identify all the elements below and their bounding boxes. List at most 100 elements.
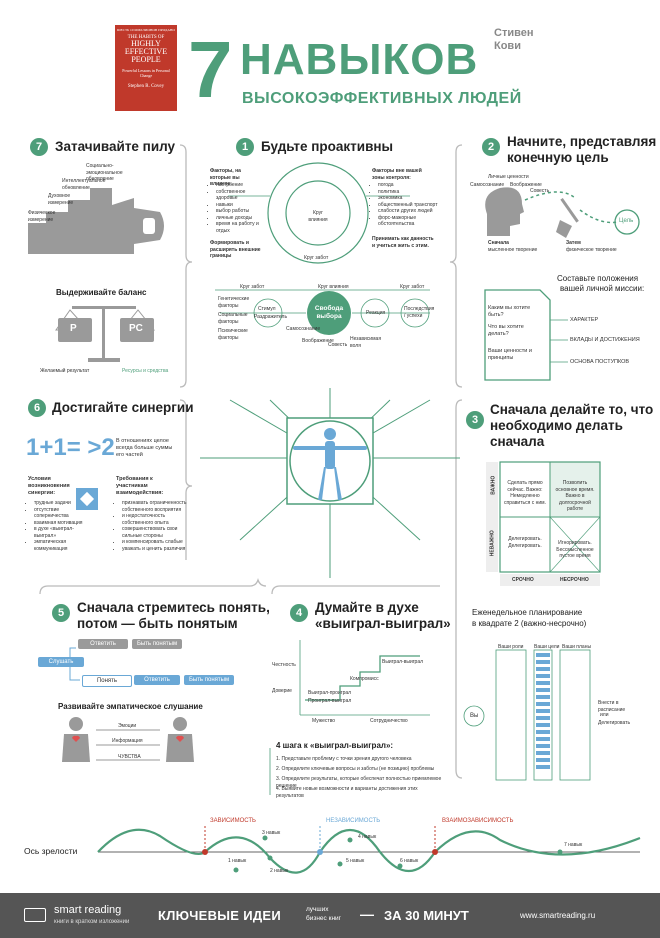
axis-cooperation: Сотрудничество: [370, 718, 408, 724]
axis-trust: Доверие: [272, 688, 292, 694]
level-win-win: Выиграл-выиграл: [382, 659, 424, 665]
cond-item: трудные задачи: [34, 500, 94, 507]
step-2: 2. Определите ключевые вопросы и заботы …: [276, 766, 435, 772]
pill-listen: Слушать: [38, 657, 84, 667]
influence-item: собственное здоровье: [216, 189, 266, 202]
habit6-title: Достигайте синергии: [52, 400, 194, 415]
brace-right-bottom: [455, 399, 463, 779]
vitruvian-figure: [293, 428, 367, 500]
cond-list: трудные задачи отсутствие соперничества …: [28, 500, 94, 552]
axis-step-6: 6 навык: [400, 858, 419, 864]
req-list: признавать ограниченность собственного в…: [116, 500, 188, 552]
planning-title-1: Еженедельное планирование: [472, 608, 583, 617]
planner-blocks: [536, 653, 550, 769]
head-graphic: [485, 187, 524, 236]
saw-label-3: Духовное измерение: [48, 193, 74, 206]
planning-title-2: в квадрате 2 (важно-несрочно): [472, 619, 587, 628]
habit1-number: 1: [236, 138, 254, 156]
website-link[interactable]: www.smartreading.ru: [520, 911, 596, 920]
pill-understood-1: Быть понятым: [132, 639, 182, 649]
axis-honesty: Честность: [272, 662, 296, 668]
habit5-title-1: Сначала стремитесь понять,: [77, 600, 270, 615]
habit4-title-2: «выиграл-выиграл»: [315, 616, 451, 631]
title-sub: ВЫСОКОЭФФЕКТИВНЫХ ЛЮДЕЙ: [242, 90, 522, 107]
book-t3: EFFECTIVE: [124, 47, 168, 56]
book-cover: ШЕСТЬ 10 МИЛЛИОНОВ ПРОДАНО THE HABITS OF…: [115, 25, 177, 111]
influence-head: Факторы, на которые вы влияете:: [210, 168, 241, 187]
head-small-1: Личные ценности: [488, 174, 529, 180]
brace-left-bottom: [179, 399, 193, 560]
best-2: бизнес книг: [306, 915, 342, 922]
scale-right-label: Ресурсы и средства: [122, 368, 169, 374]
head-label-first: Сначала: [488, 240, 509, 246]
req-item: и компенсировать слабые: [122, 539, 188, 546]
head-small-3: Воображение: [510, 182, 542, 188]
head-label-then-sub: физическое творение: [566, 247, 617, 253]
req-head: Требования к участникам взаимодействия:: [116, 476, 164, 496]
influence-list: настроение собственное здоровье навыки в…: [210, 182, 266, 234]
matrix-row-important: ВАЖНО: [490, 475, 497, 495]
plan-col-goals: Ваши цели: [534, 644, 560, 650]
influence-item: выбор работы: [216, 208, 266, 215]
stage-independence: НЕЗАВИСИМОСТЬ: [326, 818, 381, 824]
empathic-line-3: ЧУВСТВА: [118, 754, 141, 760]
flow-small-3: Психические факторы: [218, 328, 248, 341]
influence-foot: Формировать и расширять внешние границы: [210, 240, 261, 259]
flow-small-5: Воображение: [302, 338, 334, 344]
flow-small-1: Генетические факторы: [218, 296, 250, 309]
book-icon: [24, 908, 46, 922]
axis-step-3: 3 навык: [262, 830, 281, 836]
plan-you: Вы: [470, 713, 479, 719]
matrix-q3: Делегировать. Делегировать.: [508, 536, 542, 549]
req-item: признавать ограниченность собственного в…: [122, 500, 188, 513]
habit6-number: 6: [28, 399, 46, 417]
flow-label-1: Круг забот: [240, 284, 265, 290]
doc-item-2: Что вы хотите делать?: [488, 324, 524, 337]
weekly-planner: [463, 649, 591, 781]
cond-item: в духе «выиграл-выиграл»: [34, 526, 94, 539]
axis-step-7: 7 навык: [564, 842, 583, 848]
author-name: Стивен Кови: [494, 27, 534, 52]
flow-small-6: Совесть: [328, 342, 348, 348]
maturity-axis-label: Ось зрелости: [24, 846, 78, 856]
book-top: ШЕСТЬ 10 МИЛЛИОНОВ ПРОДАНО: [117, 28, 175, 32]
pill-understood-2: Быть понятым: [184, 675, 234, 685]
pill-answer-2: Ответить: [134, 675, 180, 685]
habit5-title-2: потом — быть понятым: [77, 616, 238, 631]
scales-graphic: [55, 306, 156, 362]
pill-understand: Понять: [82, 675, 132, 687]
mission-arrow-2: ВКЛАДЫ И ДОСТИЖЕНИЯ: [570, 337, 640, 343]
flow-lines: [215, 289, 430, 328]
pill-answer-1: Ответить: [78, 639, 128, 649]
saw-label-4: Физическое измерение: [28, 210, 56, 223]
book-t1: THE HABITS OF: [127, 35, 165, 40]
flow-small-7: Независимая воля: [350, 336, 382, 349]
book-t2: HIGHLY: [131, 39, 161, 48]
empathic-line-1: Эмоции: [118, 723, 137, 729]
axis-step-5: 5 навык: [346, 858, 365, 864]
plan-col-roles: Ваши роли: [498, 644, 524, 650]
axis-step-1: 1 навык: [228, 858, 247, 864]
plan-note-1: Внести в расписание: [598, 700, 626, 713]
stage-dependence: ЗАВИСИМОСТЬ: [210, 818, 256, 824]
level-win-lose: Выиграл-проиграл: [308, 690, 352, 696]
concern-head: Факторы вне вашей зоны контроля:: [372, 168, 422, 181]
concern-item: слабости других людей: [378, 208, 438, 215]
influence-item: личные доходы: [216, 215, 266, 222]
empathic-line-2: Информация: [112, 738, 143, 744]
habit2-title-2: конечную цель: [507, 150, 609, 165]
habit1-title: Будьте проактивны: [261, 139, 394, 154]
matrix-q4: Игнорировать. Бессмысленное пустое время: [556, 540, 594, 559]
mission-arrow-3: ОСНОВА ПОСТУПКОВ: [570, 359, 630, 365]
circle-of-influence: [285, 180, 351, 246]
mission-title-2: вашей личной миссии:: [560, 284, 645, 293]
axis-courage: Мужество: [312, 718, 336, 724]
cond-item: взаимная мотивация: [34, 520, 94, 527]
axis-step-4: 4 навык: [358, 834, 377, 840]
doc-item-1: Каким вы хотите быть?: [488, 305, 531, 318]
habit4-title-1: Думайте в духе: [315, 600, 419, 615]
circle-of-concern: [267, 162, 369, 264]
freedom-circle: [307, 291, 351, 335]
steps-title: 4 шага к «выиграл-выиграл»:: [276, 741, 394, 750]
scale-left-label: Желаемый результат: [40, 368, 90, 374]
